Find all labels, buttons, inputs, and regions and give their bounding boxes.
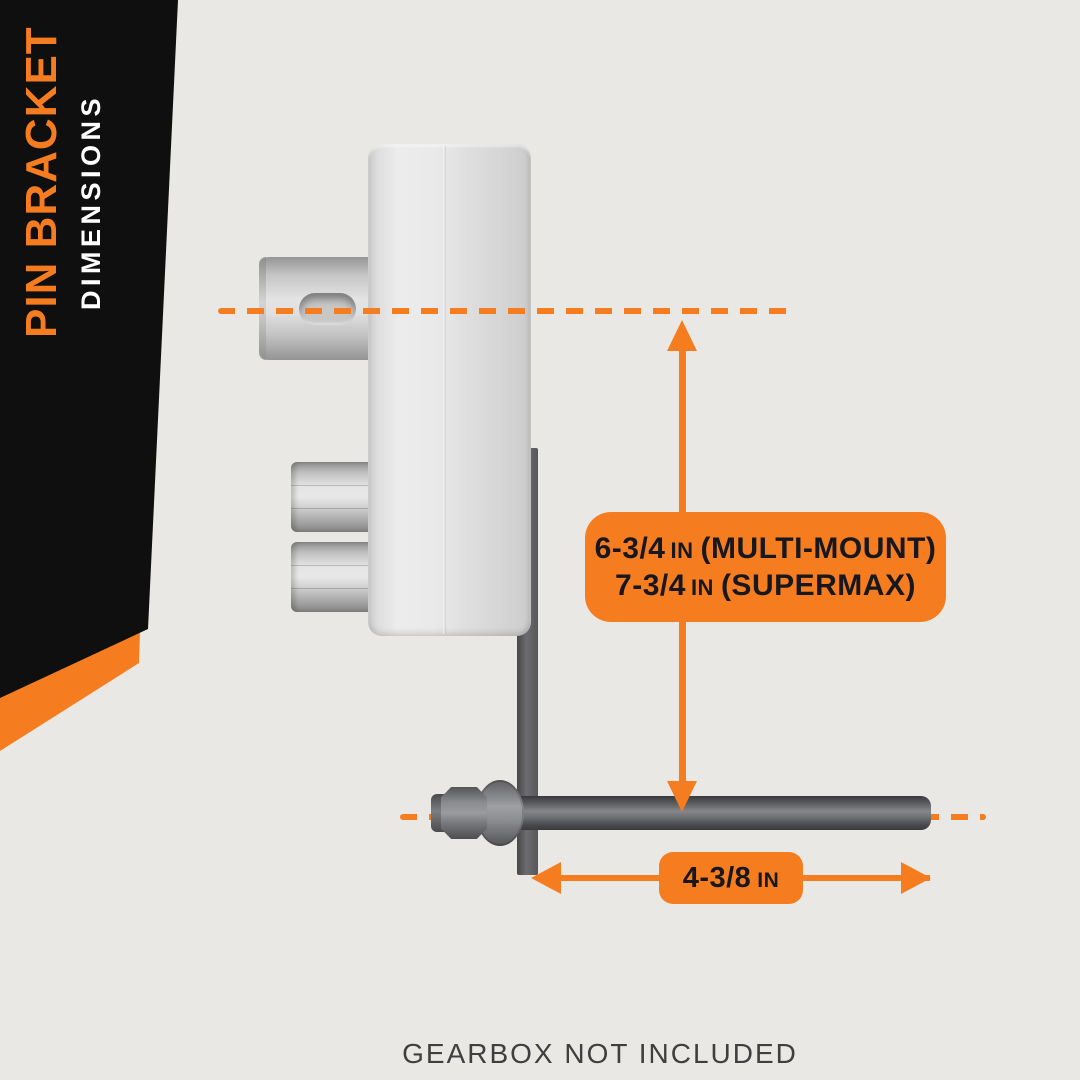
width-unit: IN: [757, 868, 780, 892]
arrow-down-icon: [667, 781, 697, 812]
banner-title: PIN BRACKET: [17, 26, 66, 338]
arrow-up-icon: [667, 320, 697, 351]
banner-subtitle: DIMENSIONS: [76, 93, 106, 310]
width-value: 4-3/8: [682, 861, 752, 894]
arrow-left-icon: [531, 862, 561, 894]
height-unit-2: IN: [690, 574, 714, 600]
height-variant-1: (MULTI-MOUNT): [700, 531, 937, 565]
hex-coupler-top: [291, 462, 370, 532]
arrow-right-icon: [901, 862, 931, 894]
height-unit-1: IN: [670, 537, 694, 563]
corner-banner: PIN BRACKET DIMENSIONS: [0, 0, 178, 698]
pin-rod: [498, 796, 931, 830]
reference-line-top: [218, 308, 792, 314]
height-variant-2: (SUPERMAX): [720, 568, 916, 602]
hex-nut: [441, 787, 487, 839]
footer-note: GEARBOX NOT INCLUDED: [402, 1038, 798, 1069]
gearbox-body: [368, 144, 531, 636]
height-value-1: 6-3/4: [594, 531, 666, 565]
height-value-2: 7-3/4: [615, 568, 686, 602]
hex-coupler-bottom: [291, 542, 370, 612]
